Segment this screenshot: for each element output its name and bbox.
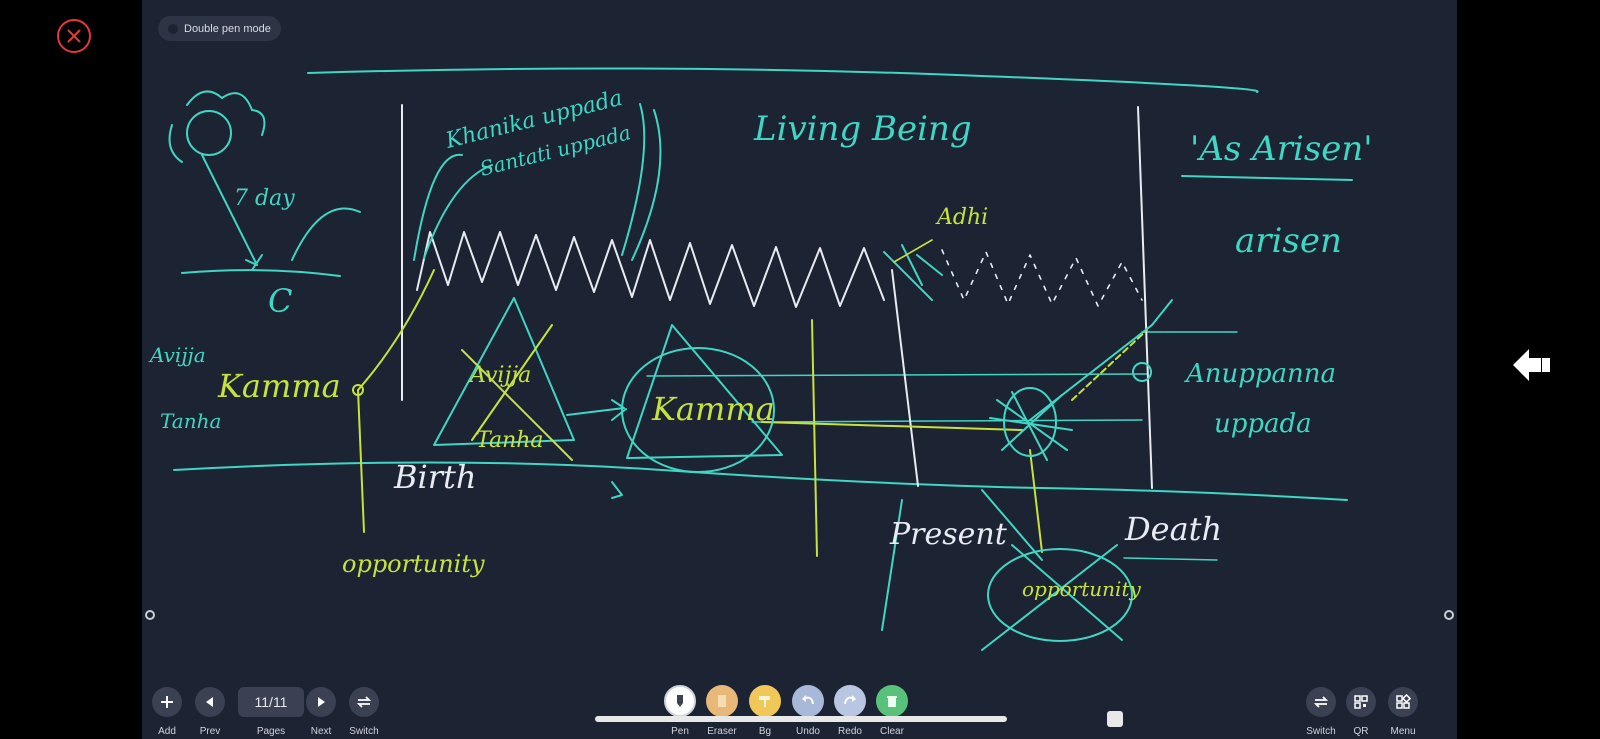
home-indicator-bar[interactable] bbox=[595, 716, 1007, 722]
add-page-button[interactable] bbox=[152, 687, 182, 717]
birth-text: Birth bbox=[393, 458, 477, 496]
double-pen-mode-toggle[interactable]: Double pen mode bbox=[158, 16, 281, 41]
grid-menu-icon bbox=[1396, 694, 1411, 709]
present-bar bbox=[891, 269, 919, 487]
ink-layer: Living Being 'As Arisen' arisen Khanika … bbox=[148, 67, 1373, 651]
eraser-label: Eraser bbox=[707, 726, 737, 737]
anuppanna-text: Anuppanna bbox=[1184, 359, 1336, 389]
uppada-text: uppada bbox=[1214, 409, 1312, 439]
whiteboard-canvas[interactable]: Living Being 'As Arisen' arisen Khanika … bbox=[142, 0, 1457, 739]
qr-button[interactable] bbox=[1346, 687, 1376, 717]
triangle-left bbox=[433, 297, 575, 446]
paint-roller-icon bbox=[759, 696, 770, 707]
menu-label: Menu bbox=[1390, 726, 1416, 737]
opportunity-circle bbox=[987, 548, 1133, 642]
sun-sketch bbox=[186, 110, 232, 156]
switch-arrows-icon bbox=[1313, 696, 1329, 708]
opportunity-crossed-text: opportunity bbox=[1022, 577, 1141, 601]
pages-label: Pages bbox=[256, 726, 286, 737]
present-text: Present bbox=[889, 517, 1008, 552]
bottom-toolbar: Add Prev 11/11 Pages Next Switch P bbox=[142, 681, 1457, 739]
switch-left-label: Switch bbox=[349, 726, 379, 737]
bottom-rail-line bbox=[173, 461, 1348, 501]
living-being-text: Living Being bbox=[753, 109, 972, 149]
add-label: Add bbox=[158, 726, 176, 737]
pen-label: Pen bbox=[671, 726, 689, 737]
pen-icon bbox=[677, 695, 683, 707]
double-pen-label: Double pen mode bbox=[184, 22, 271, 35]
tanha-center-text: Tanha bbox=[476, 428, 544, 453]
redo-icon bbox=[844, 695, 856, 705]
top-rail-line bbox=[307, 67, 1259, 93]
life-zigzag bbox=[416, 231, 885, 308]
close-button[interactable] bbox=[57, 19, 91, 53]
death-bar bbox=[1137, 106, 1153, 489]
switch-right-button[interactable] bbox=[1306, 687, 1336, 717]
kamma-baseline bbox=[761, 421, 1023, 431]
recents-square-icon[interactable] bbox=[1107, 711, 1123, 727]
adhi-text: Adhi bbox=[935, 205, 988, 230]
prev-label: Prev bbox=[199, 726, 221, 737]
opportunity-text: opportunity bbox=[342, 550, 485, 578]
eraser-tool-button[interactable] bbox=[706, 685, 738, 717]
qr-label: QR bbox=[1353, 726, 1369, 737]
right-resize-handle[interactable] bbox=[1444, 610, 1454, 620]
pen-tool-button[interactable] bbox=[664, 685, 696, 717]
kamma-center-text: Kamma bbox=[651, 390, 775, 428]
kamma-left-text: Kamma bbox=[217, 367, 341, 405]
switch-left-button[interactable] bbox=[349, 687, 379, 717]
tanha-left-text: Tanha bbox=[160, 409, 221, 433]
eraser-icon bbox=[718, 695, 726, 707]
undo-icon bbox=[802, 695, 814, 705]
kamma-to-opportunity bbox=[357, 389, 365, 533]
left-resize-handle[interactable] bbox=[145, 610, 155, 620]
redo-label: Redo bbox=[838, 726, 862, 737]
prev-page-button[interactable] bbox=[195, 687, 225, 717]
future-zigzag-dashed bbox=[941, 249, 1143, 307]
trash-icon bbox=[887, 696, 897, 707]
death-text: Death bbox=[1124, 510, 1222, 548]
toggle-dot bbox=[168, 23, 178, 34]
mid-rail-line bbox=[646, 373, 1148, 377]
undo-button[interactable] bbox=[792, 685, 824, 717]
arrow-left-icon[interactable] bbox=[1511, 347, 1553, 383]
seven-day-text: 7 day bbox=[234, 186, 295, 211]
bg-label: Bg bbox=[758, 726, 772, 737]
switch-right-label: Switch bbox=[1306, 726, 1336, 737]
next-page-button[interactable] bbox=[306, 687, 336, 717]
as-arisen-text: 'As Arisen' bbox=[1190, 129, 1373, 169]
switch-arrows-icon bbox=[356, 696, 372, 708]
plus-icon bbox=[161, 696, 173, 708]
redo-button[interactable] bbox=[834, 685, 866, 717]
avijja-center-text: Avijja bbox=[468, 363, 531, 388]
menu-button[interactable] bbox=[1388, 687, 1418, 717]
bg-tool-button[interactable] bbox=[749, 685, 781, 717]
avijja-left-text: Avijja bbox=[148, 343, 206, 367]
kamma-circle bbox=[621, 347, 775, 473]
triangle-right-icon bbox=[318, 697, 325, 707]
qr-code-icon bbox=[1354, 695, 1368, 709]
page-counter[interactable]: 11/11 bbox=[238, 687, 304, 717]
mid-rail-line-2 bbox=[751, 419, 1143, 423]
triangle-left-icon bbox=[206, 697, 213, 707]
clear-label: Clear bbox=[880, 726, 904, 737]
arisen-text: arisen bbox=[1235, 221, 1342, 261]
next-label: Next bbox=[310, 726, 332, 737]
clear-button[interactable] bbox=[876, 685, 908, 717]
undo-label: Undo bbox=[796, 726, 820, 737]
close-icon bbox=[67, 29, 81, 43]
c-letter-text: C bbox=[268, 282, 292, 320]
